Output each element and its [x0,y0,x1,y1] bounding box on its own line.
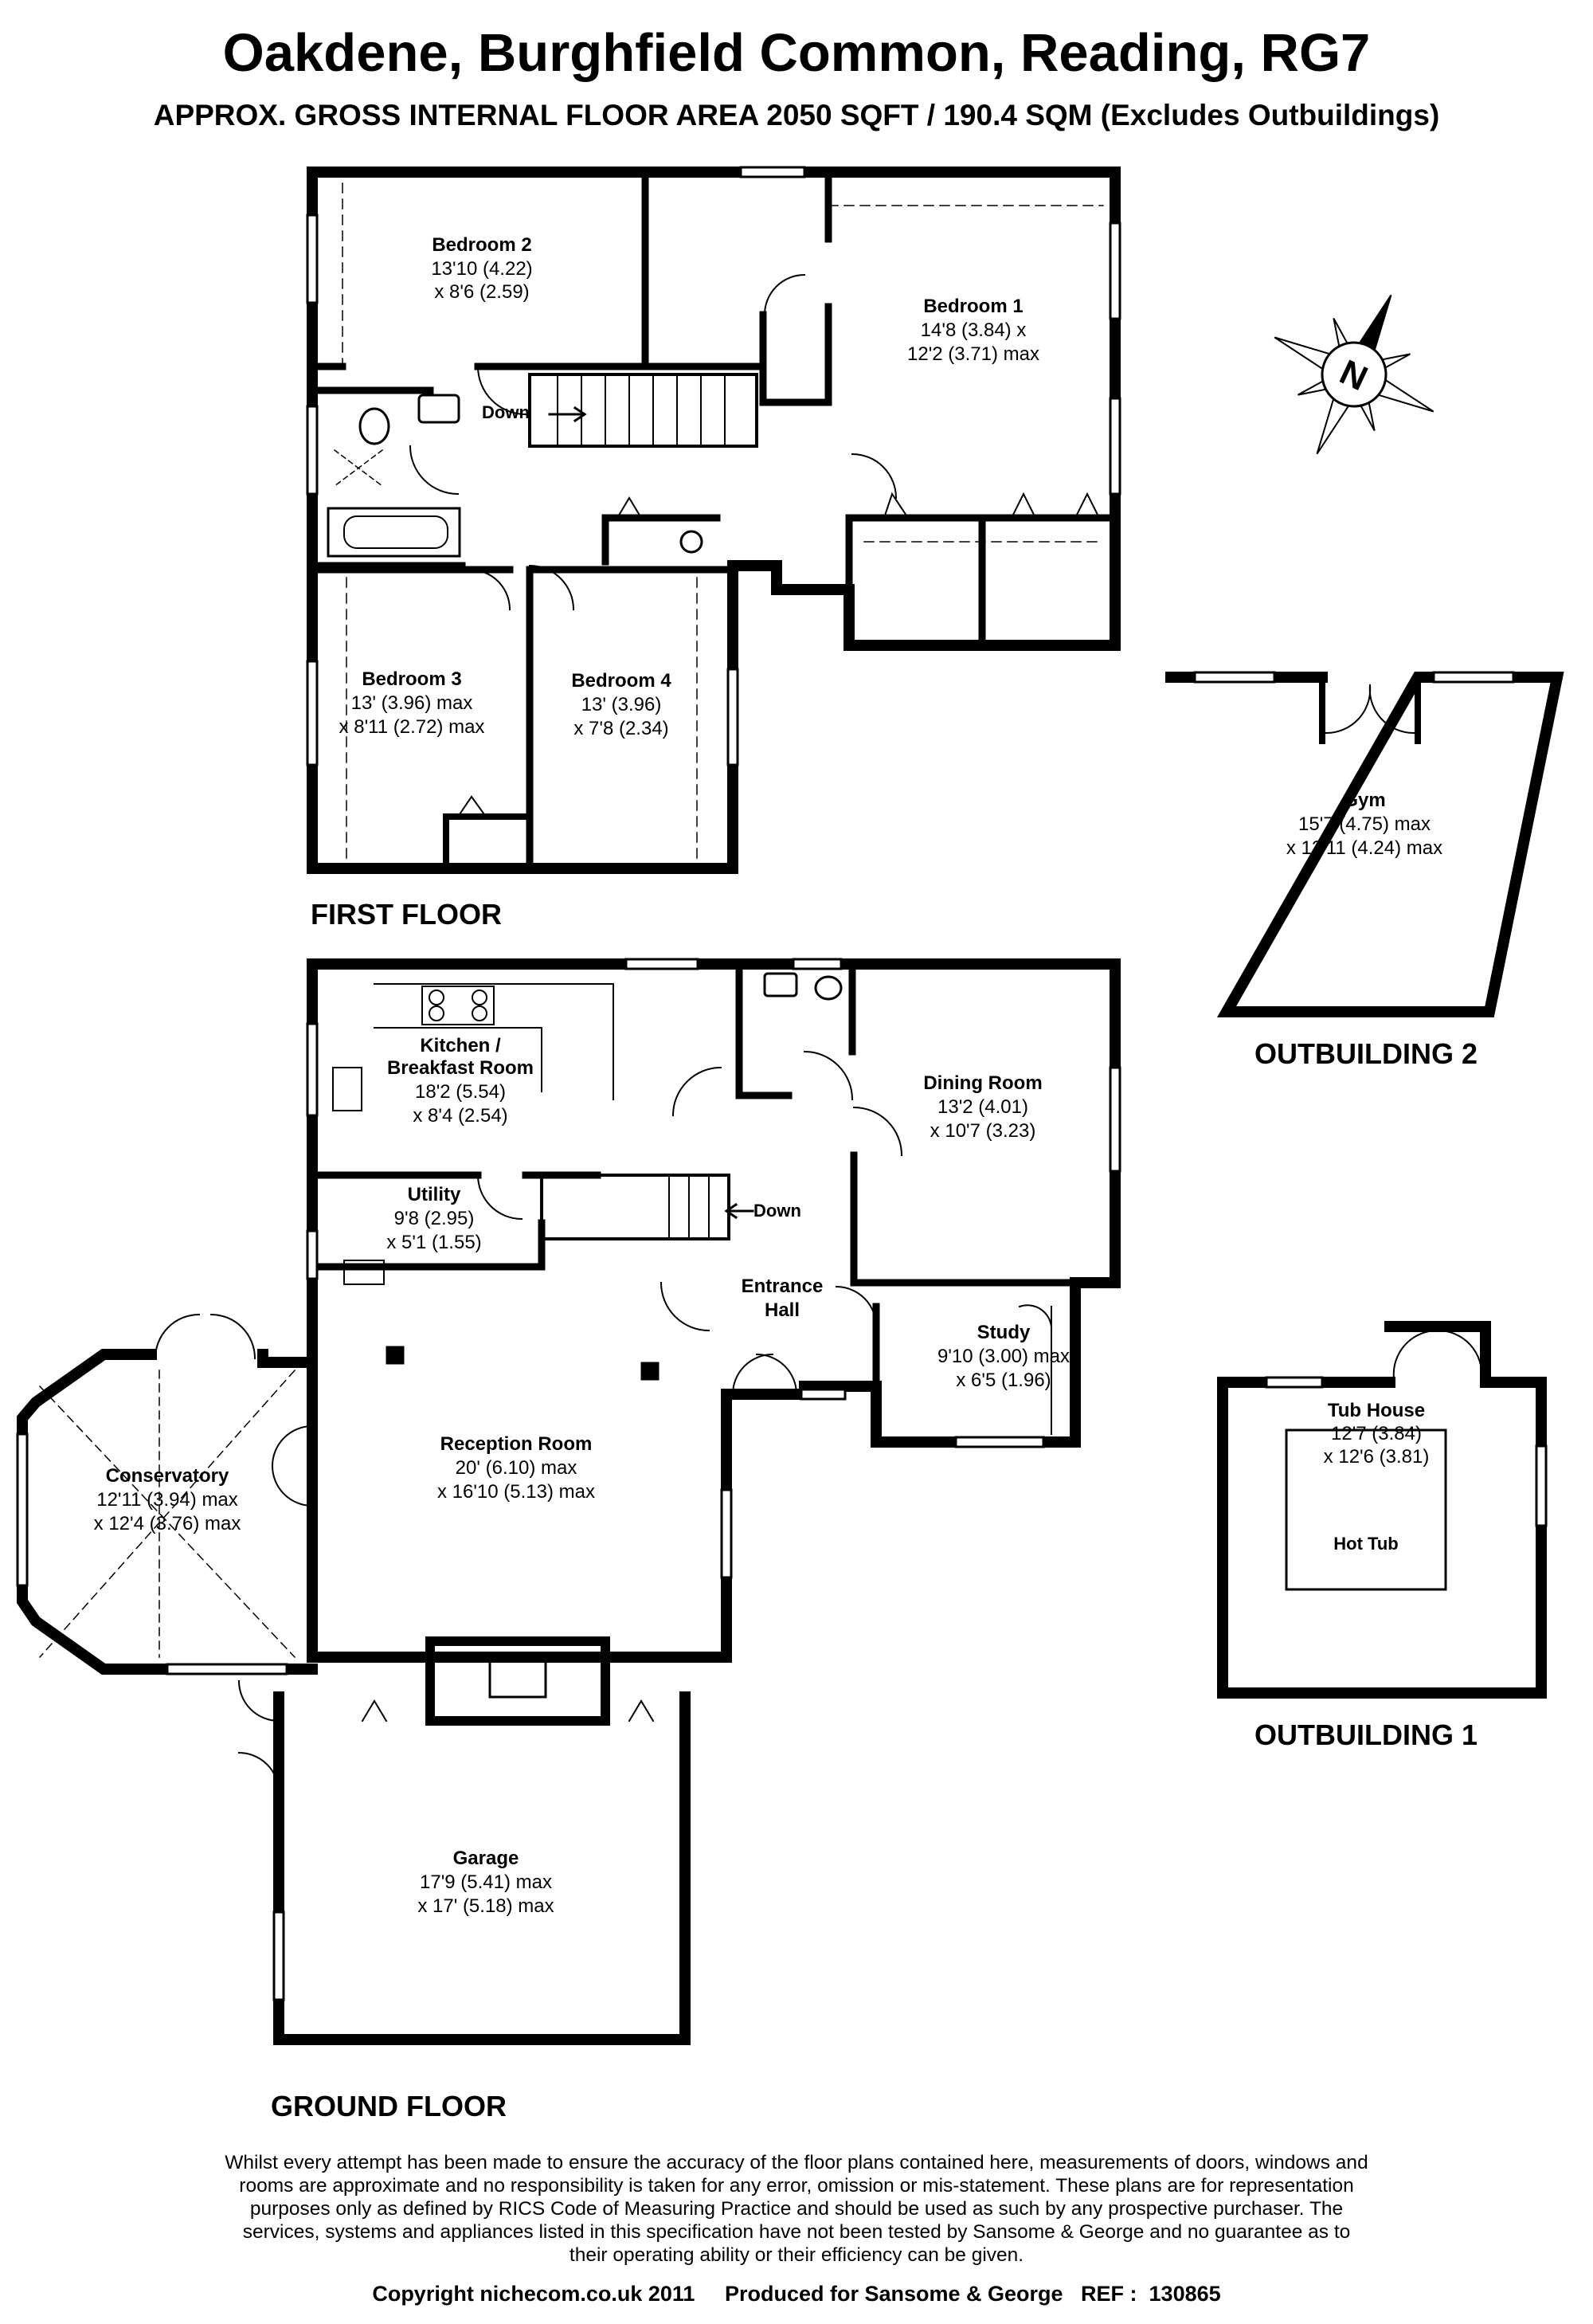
ground-floor-stairs-label: Down [753,1201,801,1221]
hot-tub-label: Hot Tub [1333,1534,1398,1554]
utility-dim-2: x 5'1 (1.55) [386,1232,481,1253]
entrance-hall-name-line-2: Hall [765,1299,800,1321]
tub-house-dim-1: 12'7 (3.84) [1331,1423,1422,1444]
bedroom-2-dim-2: x 8'6 (2.59) [434,281,529,303]
dining-room-name: Dining Room [923,1072,1042,1094]
garage-dim-1: 17'9 (5.41) max [420,1871,552,1893]
disclaimer-line: purposes only as defined by RICS Code of… [249,2198,1344,2220]
gym-name: Gym [1343,790,1385,811]
reception-room-dim-2: x 16'10 (5.13) max [437,1481,595,1503]
utility-dim-1: 9'8 (2.95) [394,1208,475,1229]
utility-name: Utility [408,1184,461,1205]
hot-tub [1285,1428,1447,1591]
kitchen-dim-1: 18'2 (5.54) [415,1081,506,1103]
bedroom-3-dim-1: 13' (3.96) max [351,692,473,714]
gym-dim-2: x 13'11 (4.24) max [1286,837,1442,859]
ground-floor-plan [16,958,1121,2045]
dining-room-dim-2: x 10'7 (3.23) [930,1120,1036,1142]
disclaimer-line: Whilst every attempt has been made to en… [225,2152,1368,2173]
bedroom-2-name: Bedroom 2 [432,234,531,256]
outbuilding-2-plan [1165,671,1564,1017]
bedroom-3-dim-2: x 8'11 (2.72) max [339,716,485,738]
tub-house-dim-2: x 12'6 (3.81) [1324,1446,1430,1468]
kitchen-dim-2: x 8'4 (2.54) [413,1105,507,1127]
disclaimer-line: rooms are approximate and no responsibil… [239,2175,1354,2197]
entrance-hall-name-line-1: Entrance [742,1276,824,1297]
bedroom-1-name: Bedroom 1 [923,296,1023,317]
compass-rose-icon [1274,294,1434,455]
outbuilding-1-plan [1217,1321,1548,1699]
study-dim-2: x 6'5 (1.96) [956,1370,1051,1391]
bedroom-1-dim-1: 14'8 (3.84) x [921,319,1027,341]
garage-dim-2: x 17' (5.18) max [417,1895,554,1917]
bedroom-4-name: Bedroom 4 [571,670,671,692]
outbuilding-2-label: OUTBUILDING 2 [1254,1037,1478,1070]
study-dim-1: 9'10 (3.00) max [937,1346,1070,1367]
bedroom-4-dim-1: 13' (3.96) [581,694,662,715]
study-name: Study [977,1322,1031,1343]
kitchen-name-line-1: Kitchen / [420,1035,501,1056]
kitchen-name-line-2: Breakfast Room [387,1057,534,1079]
ground-floor-label: GROUND FLOOR [271,2090,507,2122]
bedroom-3-name: Bedroom 3 [362,668,461,690]
disclaimer-line: their operating ability or their efficie… [569,2244,1024,2266]
disclaimer-line: services, systems and appliances listed … [242,2221,1351,2243]
bedroom-1-dim-2: 12'2 (3.71) max [907,343,1039,365]
first-floor-label: FIRST FLOOR [311,898,502,931]
conservatory-name: Conservatory [106,1465,229,1487]
bedroom-4-dim-2: x 7'8 (2.34) [573,718,668,739]
tub-house-name: Tub House [1328,1400,1425,1421]
first-floor-stairs-label: Down [482,402,530,422]
reception-room-dim-1: 20' (6.10) max [456,1457,577,1479]
conservatory-dim-2: x 12'4 (3.76) max [94,1513,241,1534]
gym-dim-1: 15'7 (4.75) max [1298,813,1431,835]
disclaimer-text: Whilst every attempt has been made to en… [175,2151,1418,2267]
bedroom-2-dim-1: 13'10 (4.22) [431,258,532,280]
dining-room-dim-1: 13'2 (4.01) [937,1096,1028,1118]
conservatory-dim-1: 12'11 (3.94) max [96,1489,238,1511]
copyright-footer: Copyright nichecom.co.uk 2011 Produced f… [372,2282,1221,2306]
garage-name: Garage [453,1848,519,1869]
page-title: Oakdene, Burghfield Common, Reading, RG7 [222,23,1371,83]
first-floor-plan [306,166,1121,874]
reception-room-name: Reception Room [440,1433,593,1455]
outbuilding-1-label: OUTBUILDING 1 [1254,1719,1478,1751]
floor-area-subtitle: APPROX. GROSS INTERNAL FLOOR AREA 2050 S… [153,99,1440,131]
